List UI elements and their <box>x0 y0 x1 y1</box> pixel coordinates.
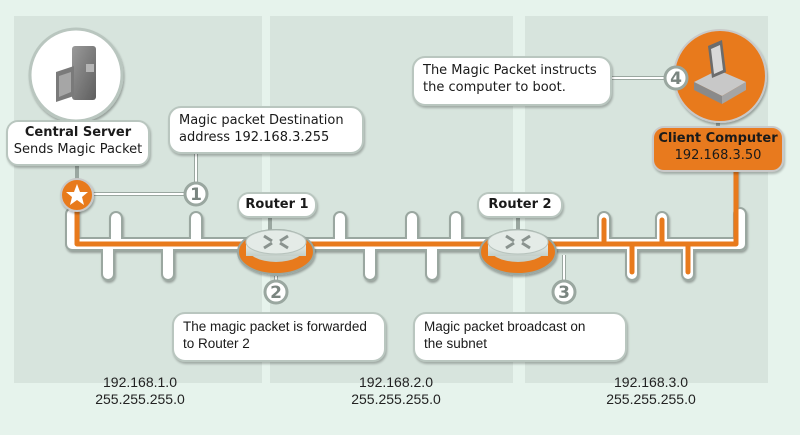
step-4-callout: The Magic Packet instructs the computer … <box>412 56 612 106</box>
network-backbone <box>65 147 747 281</box>
step-3-callout: Magic packet broadcast on the subnet <box>413 312 627 362</box>
router-2-label: Router 2 <box>477 192 563 218</box>
client-address: 192.168.3.50 <box>674 148 762 163</box>
step-2-number: 2 <box>270 283 282 303</box>
subnet-1-network: 192.168.1.0 <box>103 374 177 390</box>
step-2-text-line1: The magic packet is forwarded <box>183 319 367 334</box>
server-icon <box>28 27 124 123</box>
subnet-2-network: 192.168.2.0 <box>359 374 433 390</box>
step-3-badge: 3 <box>551 279 577 305</box>
step-2-callout: The magic packet is forwarded to Router … <box>172 312 386 362</box>
subnet-3-info: 192.168.3.0 255.255.255.0 <box>571 374 731 408</box>
subnet-1-info: 192.168.1.0 255.255.255.0 <box>60 374 220 408</box>
step-2-badge: 2 <box>263 279 289 305</box>
central-server-label: Central Server Sends Magic Packet <box>6 120 150 166</box>
router-1-label: Router 1 <box>237 192 317 218</box>
computer-icon <box>673 29 767 123</box>
star-icon <box>60 178 94 212</box>
step-1-badge: 1 <box>183 181 209 207</box>
step-1-number: 1 <box>190 185 202 205</box>
step-4-text-line2: the computer to boot. <box>423 80 566 95</box>
subnet-2-info: 192.168.2.0 255.255.255.0 <box>316 374 476 408</box>
step-4-badge: 4 <box>663 65 689 91</box>
step-2-text-line2: to Router 2 <box>183 336 250 351</box>
client-title: Client Computer <box>658 131 778 146</box>
router-2-device <box>479 229 557 275</box>
step-4-number: 4 <box>670 69 682 89</box>
subnet-1-mask: 255.255.255.0 <box>95 391 185 407</box>
router-1-device <box>237 229 315 275</box>
subnet-3-mask: 255.255.255.0 <box>606 391 696 407</box>
subnet-2-mask: 255.255.255.0 <box>351 391 441 407</box>
step-3-number: 3 <box>558 283 570 303</box>
server-subtitle: Sends Magic Packet <box>13 142 143 157</box>
server-title: Central Server <box>24 125 132 140</box>
client-computer-label: Client Computer 192.168.3.50 <box>652 126 784 172</box>
step-3-text-line2: the subnet <box>424 336 488 351</box>
packet-path <box>74 147 739 247</box>
step-1-text-line2: address 192.168.3.255 <box>179 130 330 145</box>
step-3-text-line1: Magic packet broadcast on <box>424 319 586 334</box>
subnet-3-network: 192.168.3.0 <box>614 374 688 390</box>
step-1-callout: Magic packet Destination address 192.168… <box>168 106 364 154</box>
step-4-text-line1: The Magic Packet instructs <box>423 63 597 78</box>
step-1-text-line1: Magic packet Destination <box>179 113 344 128</box>
